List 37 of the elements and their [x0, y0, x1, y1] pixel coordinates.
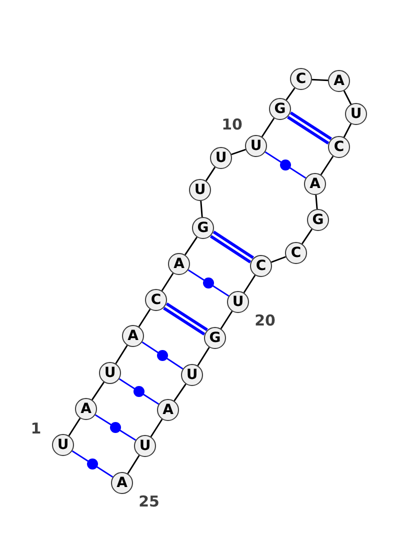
backbone-line [343, 90, 352, 105]
backbone-line [184, 236, 198, 256]
base-pair-line [118, 378, 160, 405]
backbone-line [286, 88, 296, 100]
backbone-line [343, 123, 352, 138]
base-pair-line [188, 269, 230, 297]
backbone-line [174, 384, 186, 402]
backbone-line [200, 200, 203, 218]
backbone-line [243, 274, 256, 294]
position-number: 20 [254, 314, 276, 328]
backbone-line [127, 454, 140, 474]
backbone-line [312, 78, 328, 82]
base-pair-line [162, 302, 209, 336]
base-pair-line [94, 414, 136, 441]
backbone-line [205, 166, 216, 182]
base-pair-line [264, 151, 306, 179]
backbone-line [261, 118, 275, 138]
backbone-line [231, 148, 246, 156]
backbone-line [68, 418, 81, 436]
backbone-line [197, 346, 210, 366]
position-number: 25 [138, 494, 160, 510]
base-pair-line [209, 230, 255, 264]
backbone-line [220, 310, 233, 330]
base-pair-line [142, 341, 184, 370]
backbone-line [138, 308, 151, 328]
backbone-line [320, 156, 334, 176]
backbone-line [271, 256, 286, 263]
base-pair-line [72, 450, 114, 478]
backbone-line [301, 228, 313, 244]
backbone-line [150, 418, 163, 438]
backbone-line [315, 194, 318, 210]
base-pair-line [286, 111, 333, 145]
backbone-line [115, 344, 128, 364]
backbone-line [161, 272, 174, 292]
position-number: 10 [222, 118, 242, 132]
position-number: 1 [30, 422, 42, 436]
backbone-line [91, 382, 105, 400]
